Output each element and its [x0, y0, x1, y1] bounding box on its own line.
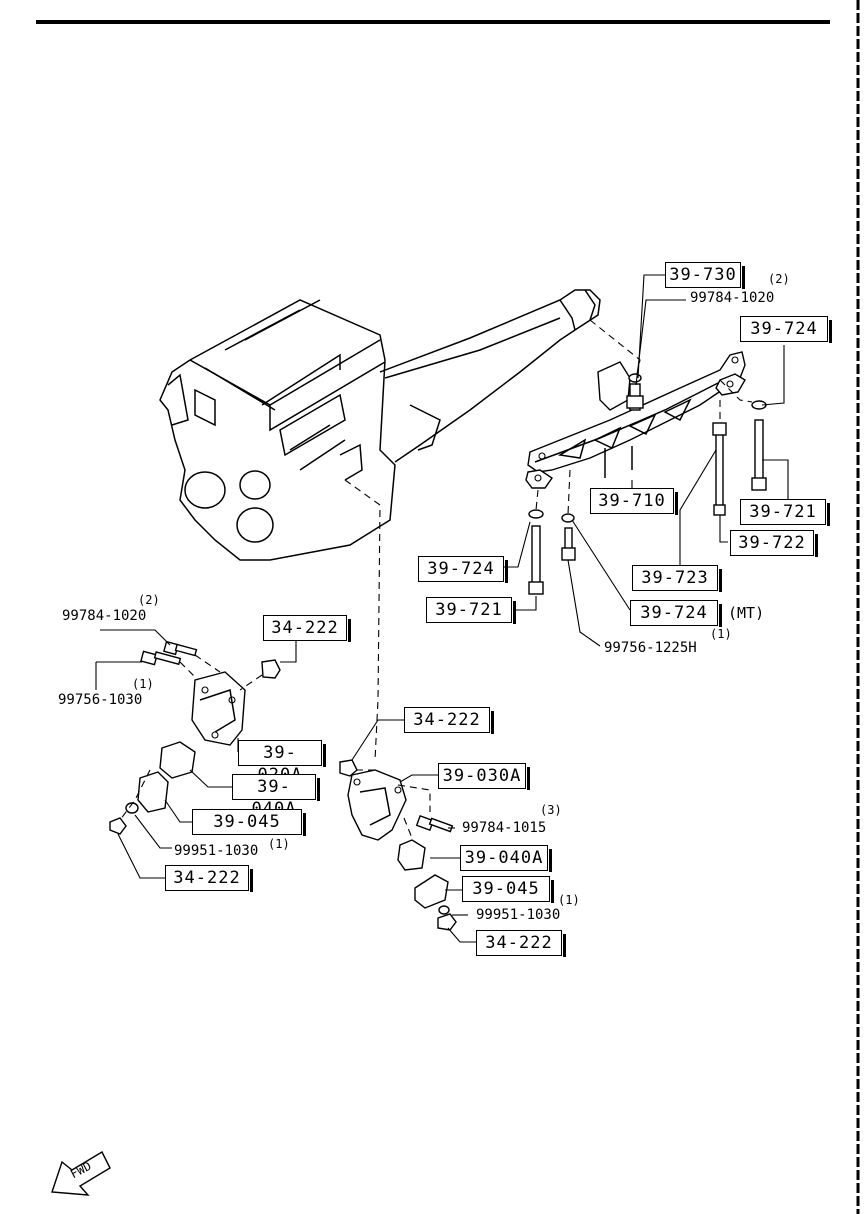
transmission-crossmember	[525, 351, 746, 489]
callout-39-721-left[interactable]: 39-721	[426, 597, 516, 624]
callout-39-030a[interactable]: 39-030A	[438, 763, 530, 790]
fwd-arrow	[51, 1151, 111, 1196]
callout-34-222-b[interactable]: 34-222	[165, 865, 253, 892]
mt-note: (MT)	[728, 604, 765, 622]
callout-39-724-top[interactable]: 39-724	[740, 316, 832, 343]
part-99784-1020-top: 99784-1020	[690, 290, 775, 306]
callout-39-045-left[interactable]: 39-045	[192, 809, 306, 836]
callout-39-040a-left[interactable]: 39-040A	[232, 774, 320, 819]
right-engine-mount	[339, 759, 457, 931]
quantity-3: (3)	[540, 803, 562, 817]
quantity-2-top: (2)	[768, 272, 790, 286]
part-99784-1020-left: 99784-1020	[62, 608, 147, 624]
callout-34-222-c[interactable]: 34-222	[404, 707, 494, 734]
quantity-1-left: (1)	[132, 677, 154, 691]
leader-lines-right-mount	[351, 719, 476, 943]
part-99784-1015: 99784-1015	[462, 820, 547, 836]
callout-39-020a[interactable]: 39-020A	[238, 740, 326, 785]
leader-lines-crossmember	[492, 274, 789, 647]
callout-39-040a-right[interactable]: 39-040A	[460, 845, 552, 872]
callout-34-222-d[interactable]: 34-222	[476, 930, 566, 957]
part-99951-1030-left: 99951-1030	[174, 843, 259, 859]
quantity-2-left: (2)	[138, 593, 160, 607]
callout-39-724-mt[interactable]: 39-724	[630, 600, 722, 627]
left-engine-mount	[109, 640, 281, 835]
crossmember-bolts	[528, 373, 767, 595]
part-99951-1030-right: 99951-1030	[476, 907, 561, 923]
callout-39-721-right[interactable]: 39-721	[740, 499, 830, 526]
callout-39-730[interactable]: 39-730	[665, 262, 745, 289]
callout-39-710[interactable]: 39-710	[590, 488, 678, 515]
part-99756-1030: 99756-1030	[58, 692, 143, 708]
callout-39-723[interactable]: 39-723	[632, 565, 722, 592]
quantity-1-99951-right: (1)	[558, 893, 580, 907]
engine-block-illustration	[159, 289, 601, 561]
quantity-1-99951-left: (1)	[268, 837, 290, 851]
callout-39-045-right[interactable]: 39-045	[462, 876, 554, 903]
callout-39-722[interactable]: 39-722	[730, 530, 818, 557]
quantity-1-1225h: (1)	[710, 627, 732, 641]
callout-39-724-left[interactable]: 39-724	[418, 556, 508, 583]
callout-34-222-a[interactable]: 34-222	[263, 615, 351, 642]
part-99756-1225h: 99756-1225H	[604, 640, 697, 656]
